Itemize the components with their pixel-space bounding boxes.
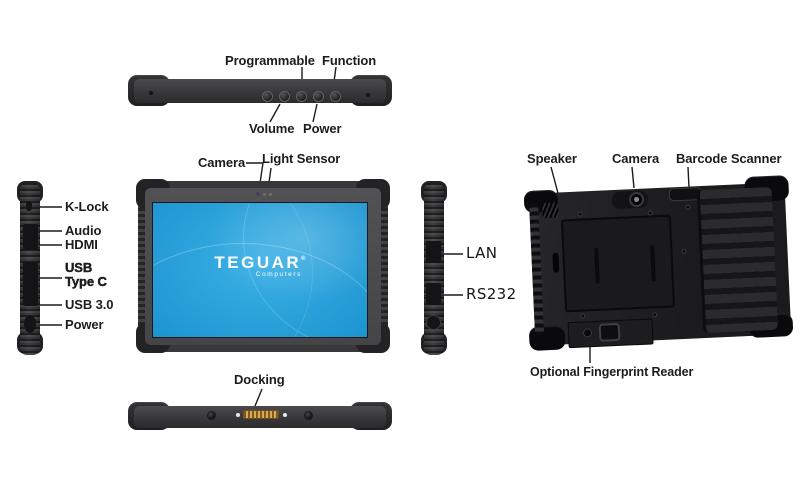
right-edge-body (424, 183, 444, 355)
label-rs232: RS232 (466, 285, 517, 303)
lan-port (426, 241, 441, 263)
label-function: Function (322, 53, 377, 68)
dock-screw-hole (207, 411, 216, 420)
brand-name: TEGUAR (214, 253, 302, 272)
leader-volume (269, 103, 281, 123)
back-ribbed-panel (696, 186, 779, 334)
label-usb-30: USB 3.0 (65, 297, 114, 312)
screen (152, 202, 368, 338)
label-lan: LAN (466, 244, 498, 262)
dock-screw-hole (304, 411, 313, 420)
label-programmable: Programmable (225, 53, 315, 68)
screen-wave (153, 203, 313, 337)
label-hdmi: HDMI (65, 237, 98, 252)
label-fingerprint-reader: Optional Fingerprint Reader (530, 365, 694, 379)
brand-subtitle: Computers (255, 271, 302, 278)
leader-barcode (687, 166, 690, 189)
label-usb-type-c-line1: USB (65, 260, 93, 275)
label-k-lock: K-Lock (65, 199, 109, 214)
screw (580, 313, 586, 319)
audio-hdmi-ports (23, 224, 38, 250)
function-button (330, 91, 341, 102)
back-body (523, 175, 794, 351)
leader-camera-back (631, 166, 635, 189)
screw (652, 312, 658, 318)
screw (577, 211, 583, 217)
label-power-top: Power (303, 121, 342, 136)
label-camera-front: Camera (198, 155, 246, 170)
label-barcode-scanner: Barcode Scanner (676, 151, 782, 166)
volume-down-button (262, 91, 273, 102)
registered-mark: ® (301, 256, 306, 262)
docking-connector (243, 410, 279, 419)
label-speaker: Speaker (527, 151, 577, 166)
light-sensor-dot (269, 193, 272, 196)
bumper-mark (366, 93, 370, 97)
dock-guide-dot (236, 413, 240, 417)
front-left-grip (138, 190, 145, 342)
label-power-left: Power (65, 317, 104, 332)
programmable-button (296, 91, 307, 102)
rs232-port (426, 283, 441, 305)
speaker-grille (542, 202, 559, 219)
label-volume: Volume (249, 121, 295, 136)
front-right-grip (381, 190, 388, 342)
label-light-sensor: Light Sensor (262, 151, 341, 166)
k-lock-slot (26, 201, 32, 211)
label-usb-type-c-line2: Type C (65, 274, 107, 289)
label-camera-back: Camera (612, 151, 660, 166)
power-button (313, 91, 324, 102)
usb-ports (23, 262, 38, 306)
battery-door (560, 214, 675, 313)
volume-up-button (279, 91, 290, 102)
bumper-mark (149, 91, 153, 95)
label-docking: Docking (234, 372, 285, 387)
brand-logo: TEGUAR® Computers (152, 253, 368, 278)
screw (685, 204, 691, 210)
back-left-edge-grip (529, 203, 545, 336)
battery-door-slot (650, 245, 656, 282)
fingerprint-reader-window (598, 322, 621, 342)
battery-door-slot (594, 247, 600, 284)
light-sensor-dot (263, 193, 266, 196)
front-camera-dot (256, 192, 260, 196)
top-edge-body (134, 79, 386, 103)
screw (681, 248, 687, 255)
round-connector (426, 315, 441, 330)
dock-guide-dot (283, 413, 287, 417)
power-jack (24, 315, 36, 333)
label-audio: Audio (65, 223, 102, 238)
leader-power-top (312, 103, 318, 123)
leader-docking (254, 388, 263, 407)
battery-latch (552, 252, 560, 273)
